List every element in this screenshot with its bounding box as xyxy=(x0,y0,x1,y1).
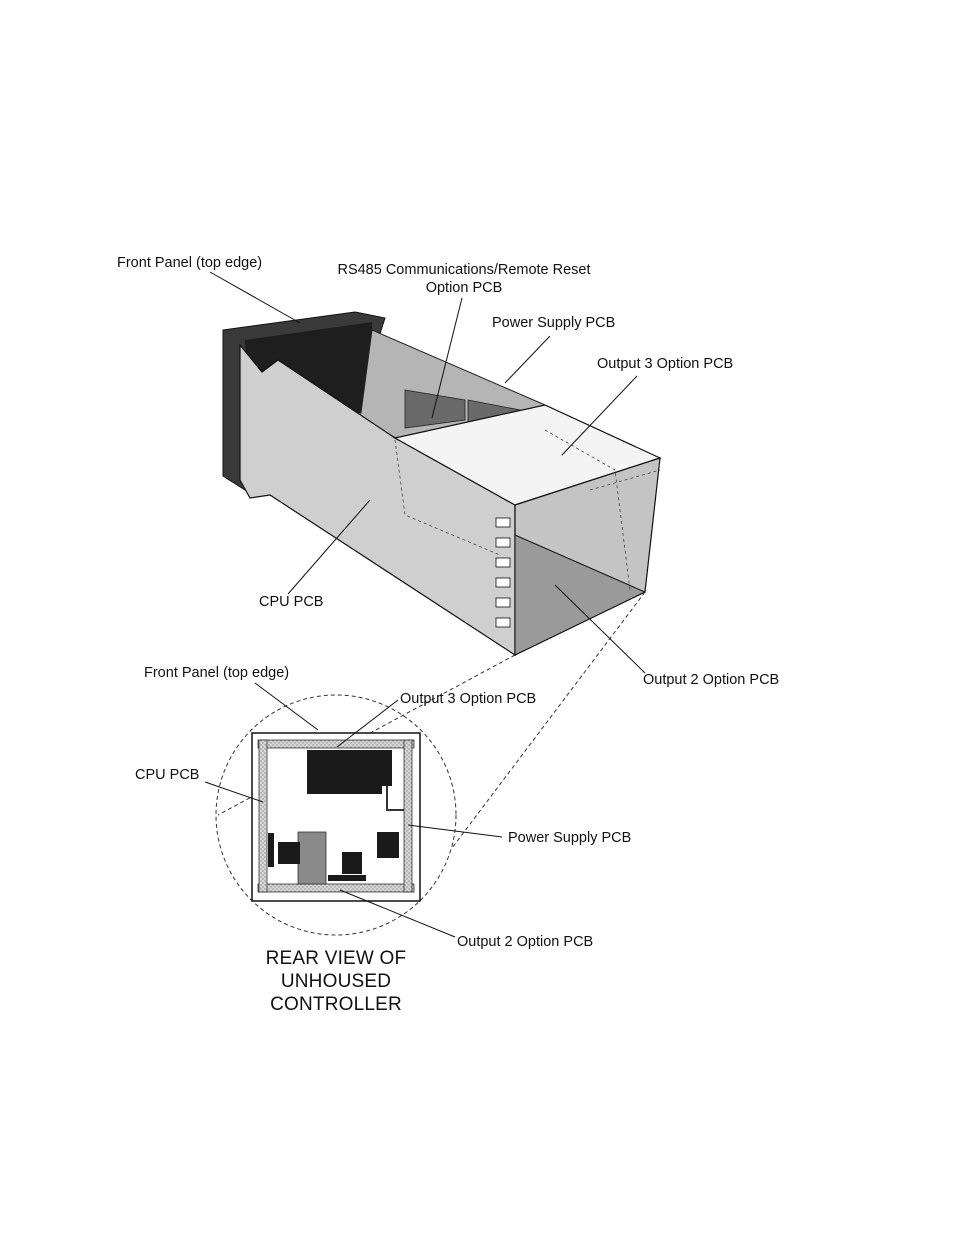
rear-view-title-line3: CONTROLLER xyxy=(270,994,402,1015)
label-output3-top: Output 3 Option PCB xyxy=(597,356,734,372)
output2-pcb-3d xyxy=(514,534,647,656)
label-output3-rear: Output 3 Option PCB xyxy=(400,691,537,707)
label-output2-rear: Output 2 Option PCB xyxy=(457,934,594,950)
label-rs485-line1: RS485 Communications/Remote Reset xyxy=(337,262,591,278)
label-rs485-line2: Option PCB xyxy=(425,280,503,296)
label-front-panel-top: Front Panel (top edge) xyxy=(117,255,263,271)
label-power-supply-rear: Power Supply PCB xyxy=(508,830,632,846)
rear-view-inset xyxy=(215,591,646,936)
rear-view-title-line1: REAR VIEW OF xyxy=(265,948,407,969)
rear-view-title-line2: UNHOUSED xyxy=(280,971,392,992)
label-power-supply-top: Power Supply PCB xyxy=(492,315,616,331)
label-cpu-rear: CPU PCB xyxy=(135,767,200,783)
label-front-panel-rear: Front Panel (top edge) xyxy=(144,665,290,681)
label-cpu-top: CPU PCB xyxy=(259,594,324,610)
leader-lines xyxy=(204,271,646,938)
controller-3d-view xyxy=(222,311,662,657)
label-output2-top: Output 2 Option PCB xyxy=(643,672,780,688)
